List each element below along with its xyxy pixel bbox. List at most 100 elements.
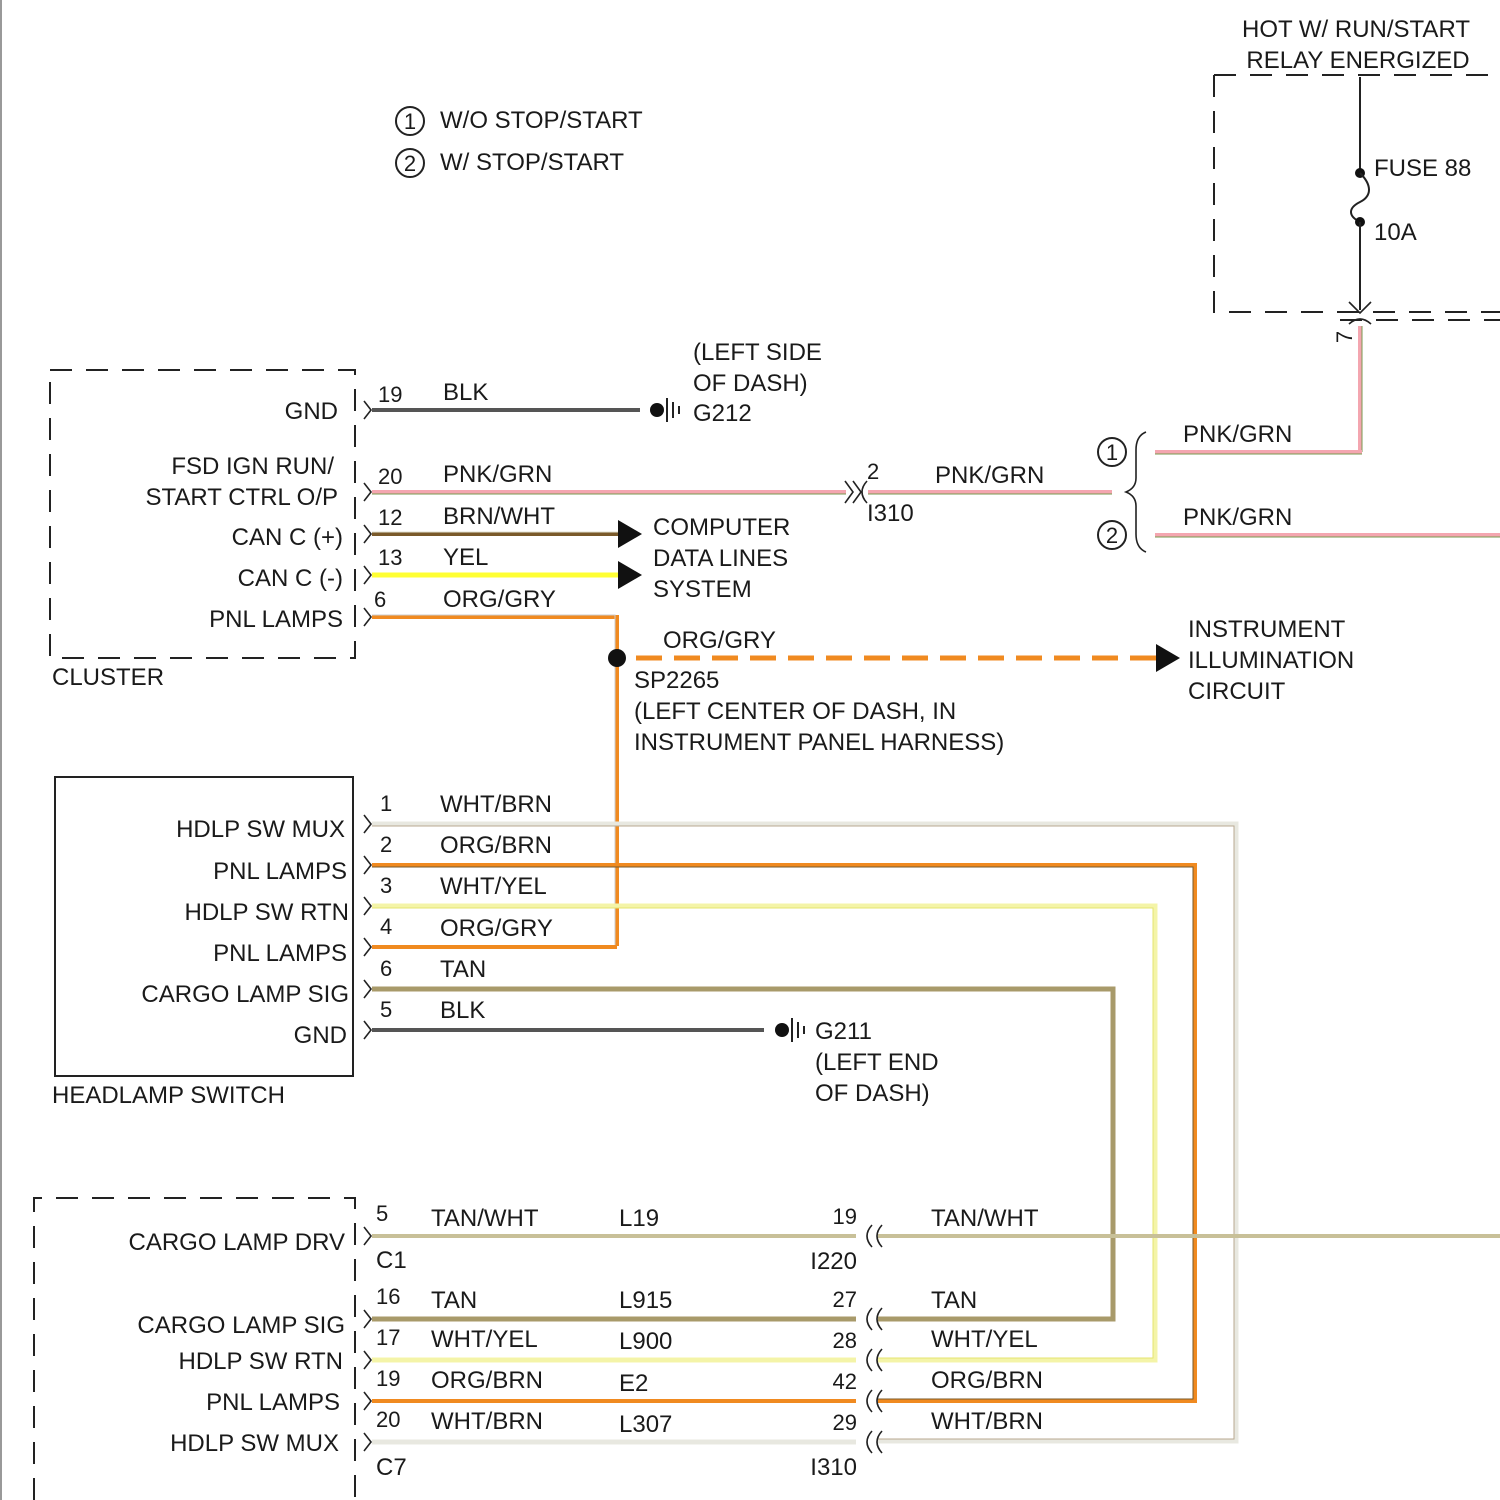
bottom-connector-17 (364, 1351, 371, 1369)
cluster-wire-color-org-gry: ORG/GRY (443, 586, 556, 613)
bottom-pin-cargo-lamp-drv: CARGO LAMP DRV (128, 1229, 345, 1256)
bottom-wire-color-16: TAN (431, 1287, 477, 1314)
bottom-module: CARGO LAMP DRV CARGO LAMP SIG HDLP SW RT… (34, 1198, 407, 1500)
cluster-name: CLUSTER (52, 664, 164, 691)
bottom-wire-color-5: TAN/WHT (431, 1205, 539, 1232)
bottom-connector-20 (364, 1433, 371, 1451)
headlamp-wire-color-6: TAN (440, 956, 486, 983)
hot-at-run-start-box: HOT W/ RUN/START RELAY ENERGIZED FUSE 88… (1214, 16, 1500, 343)
headlamp-pin-cargo-lamp-sig: CARGO LAMP SIG (141, 981, 349, 1008)
headlamp-wire-pin-1: 1 (380, 791, 392, 816)
bottom-wire-circuit-5: L19 (619, 1205, 659, 1232)
bottom-wire-circuit-20: L307 (619, 1411, 672, 1438)
bottom-wire-circuit-16: L915 (619, 1287, 672, 1314)
cluster-wire-pin-13: 13 (378, 545, 402, 570)
option-1-number: 1 (1106, 440, 1118, 465)
g211-location-2: OF DASH) (815, 1080, 930, 1107)
i310-top-connector-male (845, 481, 861, 503)
bottom-connector-c1: C1 (376, 1247, 407, 1274)
hot-box-outline (1214, 75, 1500, 312)
headlamp-connector-3 (364, 897, 371, 915)
bottom-wire-far-color-17: WHT/YEL (931, 1326, 1038, 1353)
i310-top-wire-color: PNK/GRN (935, 462, 1044, 489)
cluster-wire-color-yel: YEL (443, 544, 488, 571)
headlamp-wire-color-2: ORG/BRN (440, 832, 552, 859)
splice-location-1: (LEFT CENTER OF DASH, IN (634, 698, 956, 725)
bottom-wire-pin-20: 20 (376, 1407, 400, 1432)
headlamp-wire-pin-6: 6 (380, 956, 392, 981)
g211-location-1: (LEFT END (815, 1049, 939, 1076)
bottom-wire-far-pin-17: 28 (833, 1328, 857, 1353)
computer-data-lines-1: COMPUTER (653, 514, 790, 541)
g211-ground-dot (775, 1023, 789, 1037)
bottom-wire-circuit-17: L900 (619, 1328, 672, 1355)
bottom-wire-far-color-19: ORG/BRN (931, 1367, 1043, 1394)
fuse-symbol (1351, 173, 1369, 222)
cluster-wire-pin-20: 20 (378, 464, 402, 489)
headlamp-wire-pin-5: 5 (380, 997, 392, 1022)
bottom-wire-pin-17: 17 (376, 1325, 400, 1350)
cluster-connector-19 (364, 401, 371, 419)
bottom-wire-far-pin-19: 42 (833, 1369, 857, 1394)
hot-box-title-2: RELAY ENERGIZED (1246, 47, 1469, 74)
cluster-wire-pin-12: 12 (378, 505, 402, 530)
headlamp-connector-5 (364, 1021, 371, 1039)
wire-wht-yel-loop-stripe (372, 908, 1153, 1358)
g212-location-1: (LEFT SIDE (693, 339, 822, 366)
instrument-illumination-3: CIRCUIT (1188, 678, 1286, 705)
cluster-pin-can-plus: CAN C (+) (232, 524, 343, 551)
fuse-name: FUSE 88 (1374, 155, 1471, 182)
headlamp-connector-4 (364, 938, 371, 956)
g212-location-2: OF DASH) (693, 370, 808, 397)
legend-1-number: 1 (404, 109, 416, 134)
cluster-connector-12 (364, 525, 371, 543)
can-plus-arrow (618, 520, 642, 548)
cluster-wire-color-blk: BLK (443, 379, 488, 406)
bottom-wire-far-color-16: TAN (931, 1287, 977, 1314)
bottom-wire-color-19: ORG/BRN (431, 1367, 543, 1394)
headlamp-pin-pnl-lamps-1: PNL LAMPS (213, 858, 347, 885)
bottom-pin-cargo-lamp-sig: CARGO LAMP SIG (137, 1312, 345, 1339)
cluster-connector-20 (364, 483, 371, 501)
wire-tan-loop (372, 989, 1113, 1319)
cluster-pin-pnl-lamps: PNL LAMPS (209, 606, 343, 633)
headlamp-switch-name: HEADLAMP SWITCH (52, 1082, 285, 1109)
bottom-pin-hdlp-sw-mux: HDLP SW MUX (170, 1430, 339, 1457)
bottom-connector-c7: C7 (376, 1454, 407, 1481)
headlamp-wire-color-1: WHT/BRN (440, 791, 552, 818)
cluster-wire-pin-19: 19 (378, 382, 402, 407)
option-brace (1126, 432, 1146, 552)
cluster-wire-color-pnk-grn: PNK/GRN (443, 461, 552, 488)
option-2-number: 2 (1106, 523, 1118, 548)
cluster-wire-color-brn-wht: BRN/WHT (443, 503, 555, 530)
g211-ground-icon (792, 1018, 804, 1042)
headlamp-wire-color-3: WHT/YEL (440, 873, 547, 900)
bottom-wire-color-20: WHT/BRN (431, 1408, 543, 1435)
instrument-illumination-1: INSTRUMENT (1188, 616, 1346, 643)
bottom-pin-hdlp-sw-rtn: HDLP SW RTN (179, 1348, 343, 1375)
headlamp-wire-pin-3: 3 (380, 873, 392, 898)
bottom-pin-pnl-lamps: PNL LAMPS (206, 1389, 340, 1416)
bottom-connector-19 (364, 1392, 371, 1410)
cluster-wire-pin-6: 6 (374, 587, 386, 612)
bottom-connector-16 (364, 1310, 371, 1328)
bottom-connector-5 (364, 1227, 371, 1245)
cluster-pin-fsd-1: FSD IGN RUN/ (171, 453, 334, 480)
bottom-connector-i220: I220 (810, 1248, 857, 1275)
bottom-wire-circuit-19: E2 (619, 1370, 648, 1397)
headlamp-switch-module: HEADLAMP SWITCH HDLP SW MUX PNL LAMPS HD… (52, 777, 371, 1109)
headlamp-pin-gnd: GND (294, 1022, 347, 1049)
bottom-wire-far-color-5: TAN/WHT (931, 1205, 1039, 1232)
g212-ground-icon (667, 398, 679, 422)
headlamp-connector-6 (364, 980, 371, 998)
bottom-wire-far-pin-16: 27 (833, 1287, 857, 1312)
cluster-pin-gnd: GND (285, 398, 338, 425)
fuse-rating: 10A (1374, 219, 1417, 246)
headlamp-wire-color-5: BLK (440, 997, 485, 1024)
headlamp-connector-2 (364, 856, 371, 874)
splice-name: SP2265 (634, 667, 719, 694)
bottom-wire-far-pin-20: 29 (833, 1410, 857, 1435)
cluster-module: CLUSTER GND FSD IGN RUN/ START CTRL O/P … (50, 370, 371, 691)
g211-name: G211 (815, 1018, 872, 1045)
cluster-connector-13 (364, 566, 371, 584)
